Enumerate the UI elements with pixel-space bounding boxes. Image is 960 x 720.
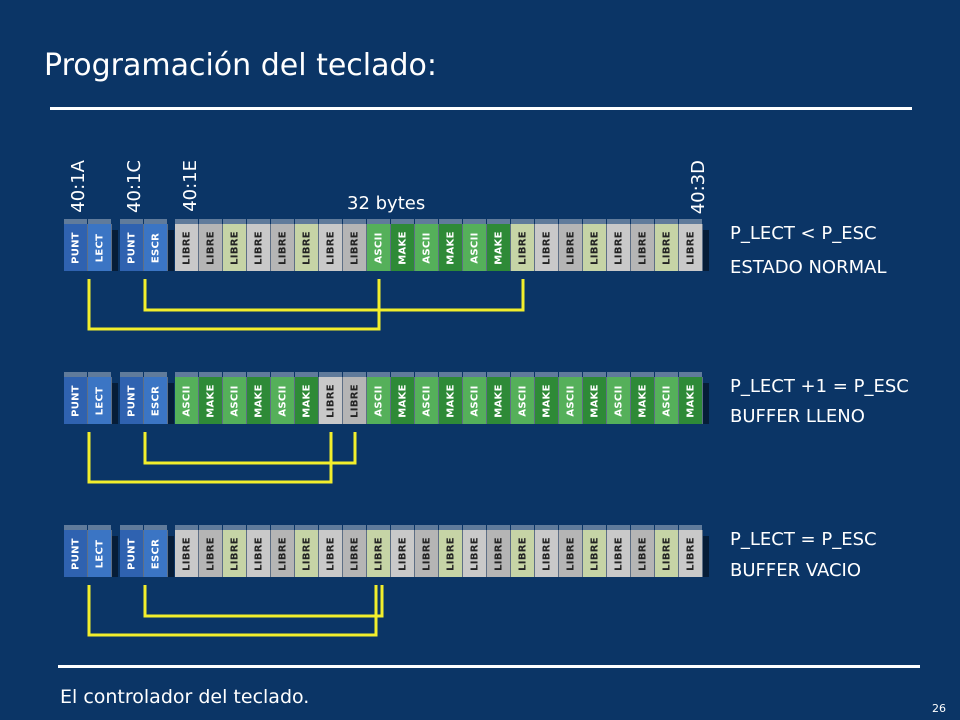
pointer-cell: ESCR bbox=[144, 525, 174, 577]
write-pointer-connector bbox=[143, 432, 357, 465]
row-3-condition: P_LECT = P_ESC bbox=[730, 529, 877, 550]
pointer-cell: LECT bbox=[88, 525, 118, 577]
title-underline bbox=[50, 107, 912, 110]
buffer-size-label: 32 bytes bbox=[347, 193, 426, 214]
footer-text: El controlador del teclado. bbox=[60, 686, 310, 708]
buffer-cell: LIBRE bbox=[295, 525, 325, 577]
row-2-condition: P_LECT +1 = P_ESC bbox=[730, 376, 909, 397]
buffer-cell: ASCII bbox=[463, 372, 493, 424]
pointer-cell: ESCR bbox=[144, 219, 174, 271]
buffer-cell: ASCII bbox=[559, 372, 589, 424]
page-number: 26 bbox=[932, 702, 946, 715]
slide-title: Programación del teclado: bbox=[44, 48, 438, 83]
footer-rule bbox=[58, 665, 920, 668]
write-pointer-connector bbox=[143, 585, 384, 618]
row-2-state: BUFFER LLENO bbox=[730, 406, 865, 427]
buffer-cell: MAKE bbox=[679, 372, 709, 424]
buffer-cell: LIBRE bbox=[679, 525, 709, 577]
buffer-cell: LIBRE bbox=[679, 219, 709, 271]
write-pointer-connector bbox=[143, 279, 525, 312]
buffer-cell: MAKE bbox=[439, 372, 469, 424]
row-3-state: BUFFER VACIO bbox=[730, 560, 862, 581]
read-pointer-connector bbox=[87, 585, 378, 637]
buffer-cell: MAKE bbox=[391, 372, 421, 424]
read-pointer-connector bbox=[87, 279, 381, 331]
row-1-condition: P_LECT < P_ESC bbox=[730, 223, 877, 244]
buffer-cell: MAKE bbox=[199, 372, 229, 424]
read-pointer-connector bbox=[87, 432, 333, 484]
pointer-cell: LECT bbox=[88, 219, 118, 271]
pointer-cell: LECT bbox=[88, 372, 118, 424]
pointer-cell: ESCR bbox=[144, 372, 174, 424]
row-1-state: ESTADO NORMAL bbox=[730, 257, 887, 278]
buffer-cell: ASCII bbox=[271, 372, 301, 424]
